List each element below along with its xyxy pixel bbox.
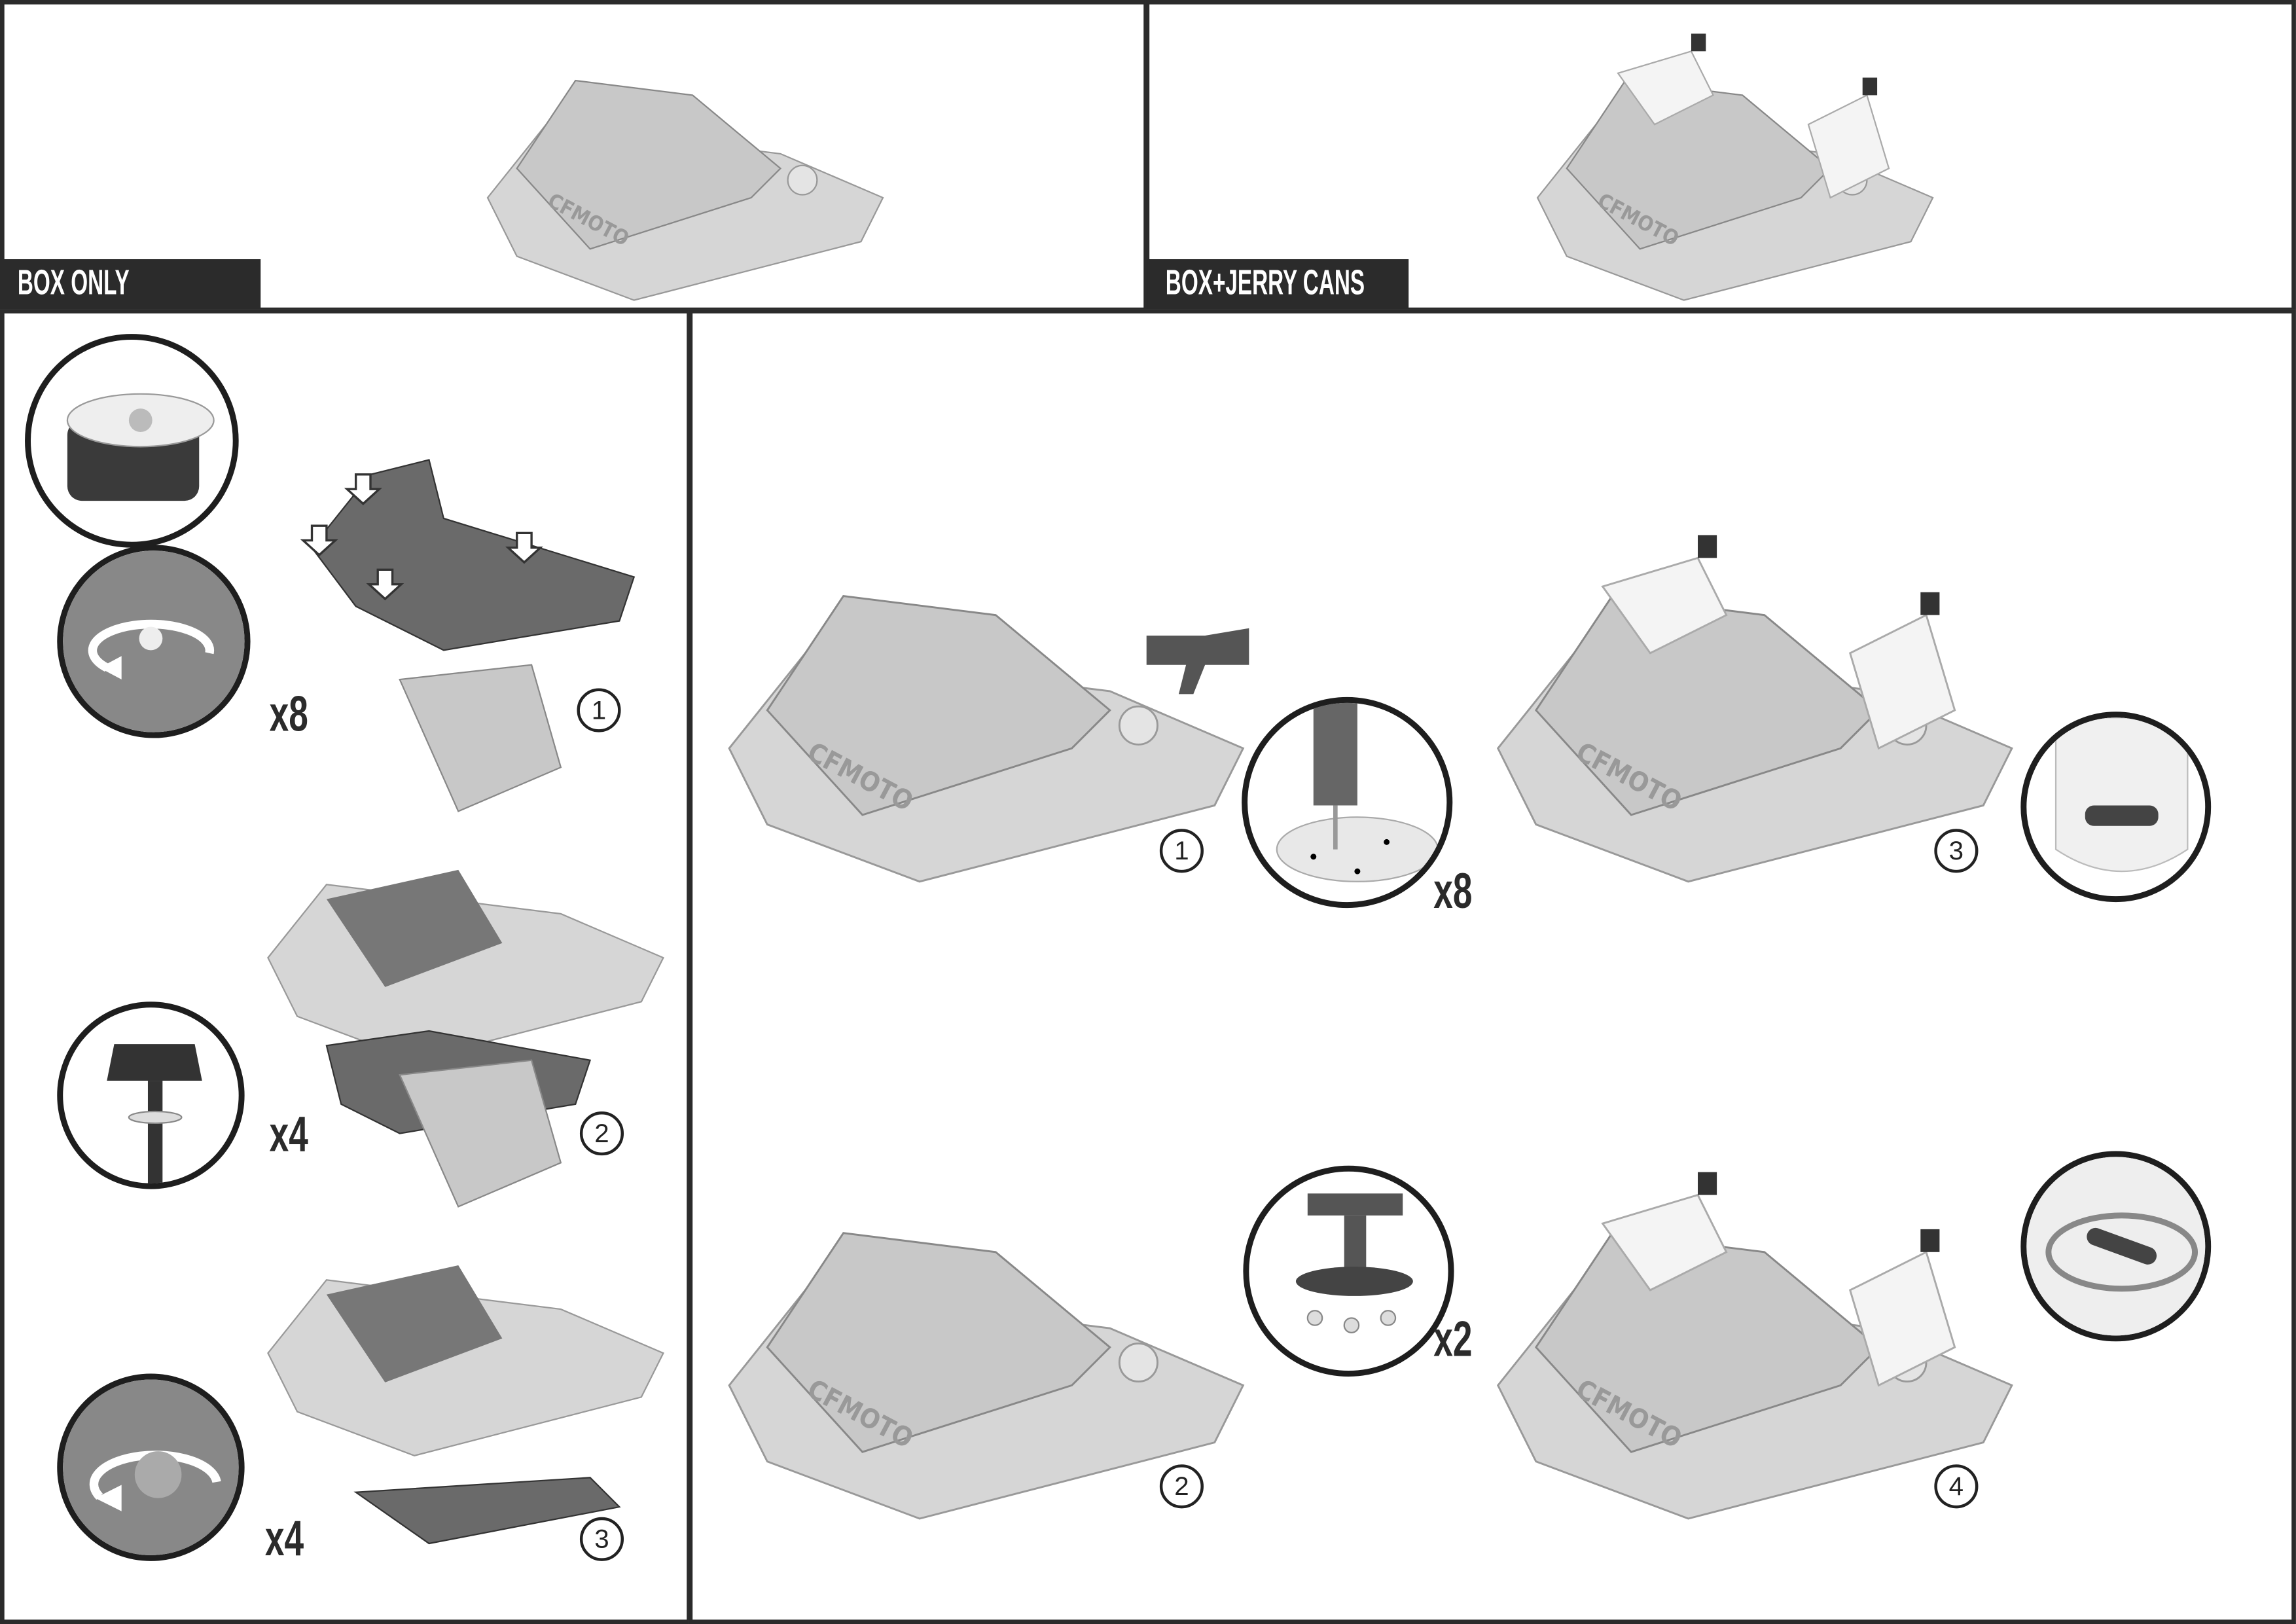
quantity-label: x2 (1433, 1312, 1473, 1368)
mount-plate (787, 164, 818, 196)
mount-plate (1118, 1342, 1158, 1383)
label-box-only: BOX ONLY (0, 259, 261, 310)
box-illustration: CFMOTO (728, 577, 1262, 906)
box-lid (766, 1232, 1111, 1453)
callout-knob-bolt (57, 1001, 245, 1189)
box-open-lid (267, 1059, 677, 1476)
step-number: 1 (577, 688, 621, 732)
jerry-can (1848, 613, 1956, 750)
step-number: 2 (579, 1111, 624, 1156)
box-open-lid (267, 664, 677, 1081)
callout-tighten-knob (57, 1373, 245, 1561)
step-number: 2 (1159, 1464, 1204, 1509)
jerry-can (1601, 1193, 1728, 1291)
box-lid (399, 664, 562, 812)
quantity-label: x4 (269, 1107, 308, 1163)
jerry-can-cap (1920, 592, 1940, 615)
drill-icon (1146, 628, 1249, 695)
callout-tighten-bolt (57, 545, 251, 738)
jerry-can (1807, 94, 1890, 199)
box-illustration: CFMOTO (728, 1214, 1262, 1543)
jerry-can-cap (1698, 535, 1717, 558)
label-text: BOX+JERRY CANS (1165, 263, 1365, 304)
callout-rotate-latch (2020, 1151, 2212, 1342)
step-number: 3 (579, 1517, 624, 1561)
step-number: 3 (1934, 829, 1979, 873)
panel-box-jerry-steps: CFMOTO x8 1 CFMOTO x2 2 CFMOTO 3 CFMOTO (688, 309, 2296, 1624)
jerry-can-cap (1698, 1172, 1717, 1195)
box-illustration: CFMOTO (486, 66, 897, 321)
panel-box-only-steps: x8 1 x4 2 x4 3 (0, 309, 691, 1624)
jerry-can-cap (1691, 33, 1706, 52)
label-box-jerry-cans: BOX+JERRY CANS (1147, 259, 1409, 310)
box-lid (516, 79, 782, 250)
box-interior (326, 1265, 503, 1382)
step-number: 4 (1934, 1464, 1979, 1509)
step-number: 1 (1159, 829, 1204, 873)
callout-can-latch (2020, 712, 2212, 903)
box-lid (399, 1059, 562, 1208)
box-lid (766, 594, 1111, 816)
quantity-label: x8 (269, 687, 308, 743)
mounting-bracket (353, 1477, 621, 1545)
mount-plate (1118, 705, 1158, 746)
quantity-label: x4 (264, 1511, 304, 1567)
box-illustration: CFMOTO (1536, 33, 1947, 321)
box-illustration: CFMOTO (1496, 1172, 2031, 1543)
jerry-can-cap (1862, 77, 1878, 96)
callout-spacer (25, 334, 239, 548)
jerry-can (1601, 556, 1728, 655)
callout-drill-holes (1242, 696, 1453, 909)
label-text: BOX ONLY (17, 263, 130, 304)
box-interior (326, 869, 503, 987)
jerry-can (1848, 1250, 1956, 1387)
callout-can-mount (1243, 1165, 1454, 1377)
box-illustration: CFMOTO (1496, 535, 2031, 906)
jerry-can-cap (1920, 1229, 1940, 1252)
mounting-bracket (300, 459, 636, 651)
quantity-label: x8 (1433, 863, 1473, 920)
jerry-can (1617, 50, 1715, 126)
